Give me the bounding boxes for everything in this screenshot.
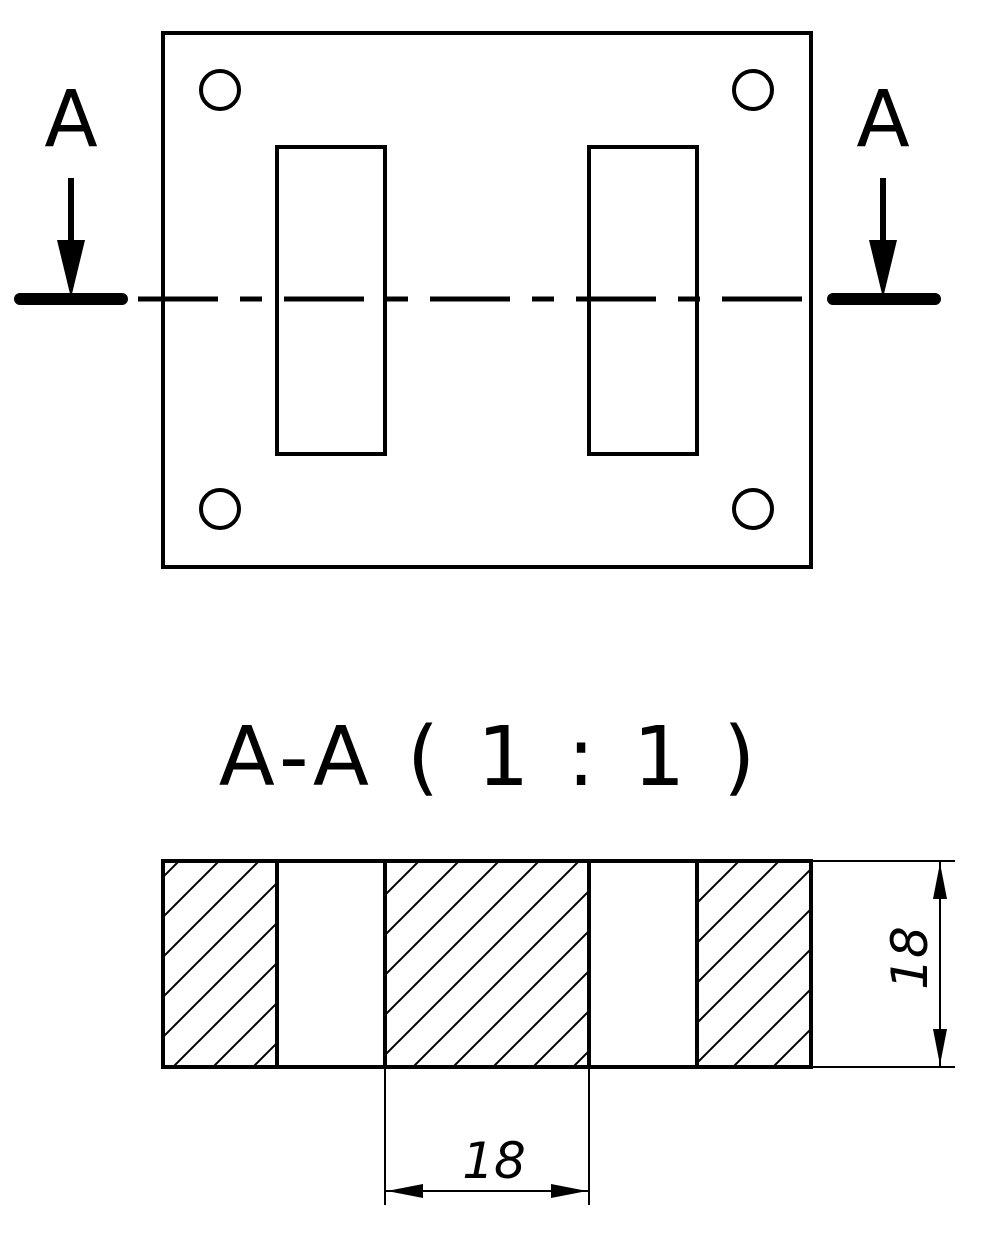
hatched-area-left <box>164 862 277 1067</box>
width-dimension-label: 18 <box>462 1132 526 1190</box>
width-dimension: 18 <box>384 1067 590 1205</box>
section-arrow-right <box>869 178 897 298</box>
mounting-hole-bottom-right <box>732 488 774 530</box>
section-label-right: A <box>856 75 909 165</box>
section-view <box>161 859 813 1069</box>
mounting-hole-top-right <box>732 69 774 111</box>
top-view: A A <box>14 31 941 569</box>
section-outline <box>161 859 813 1069</box>
hatched-area-right <box>697 862 810 1067</box>
slot-left <box>275 145 387 456</box>
section-view-title: A-A ( 1 : 1 ) <box>219 710 761 805</box>
hatched-area-middle <box>385 862 589 1067</box>
mounting-hole-top-left <box>199 69 241 111</box>
height-dimension: 18 <box>811 860 955 1068</box>
mounting-hole-bottom-left <box>199 488 241 530</box>
section-arrow-left <box>57 178 85 298</box>
section-label-left: A <box>44 75 97 165</box>
height-dimension-label: 18 <box>881 926 939 990</box>
